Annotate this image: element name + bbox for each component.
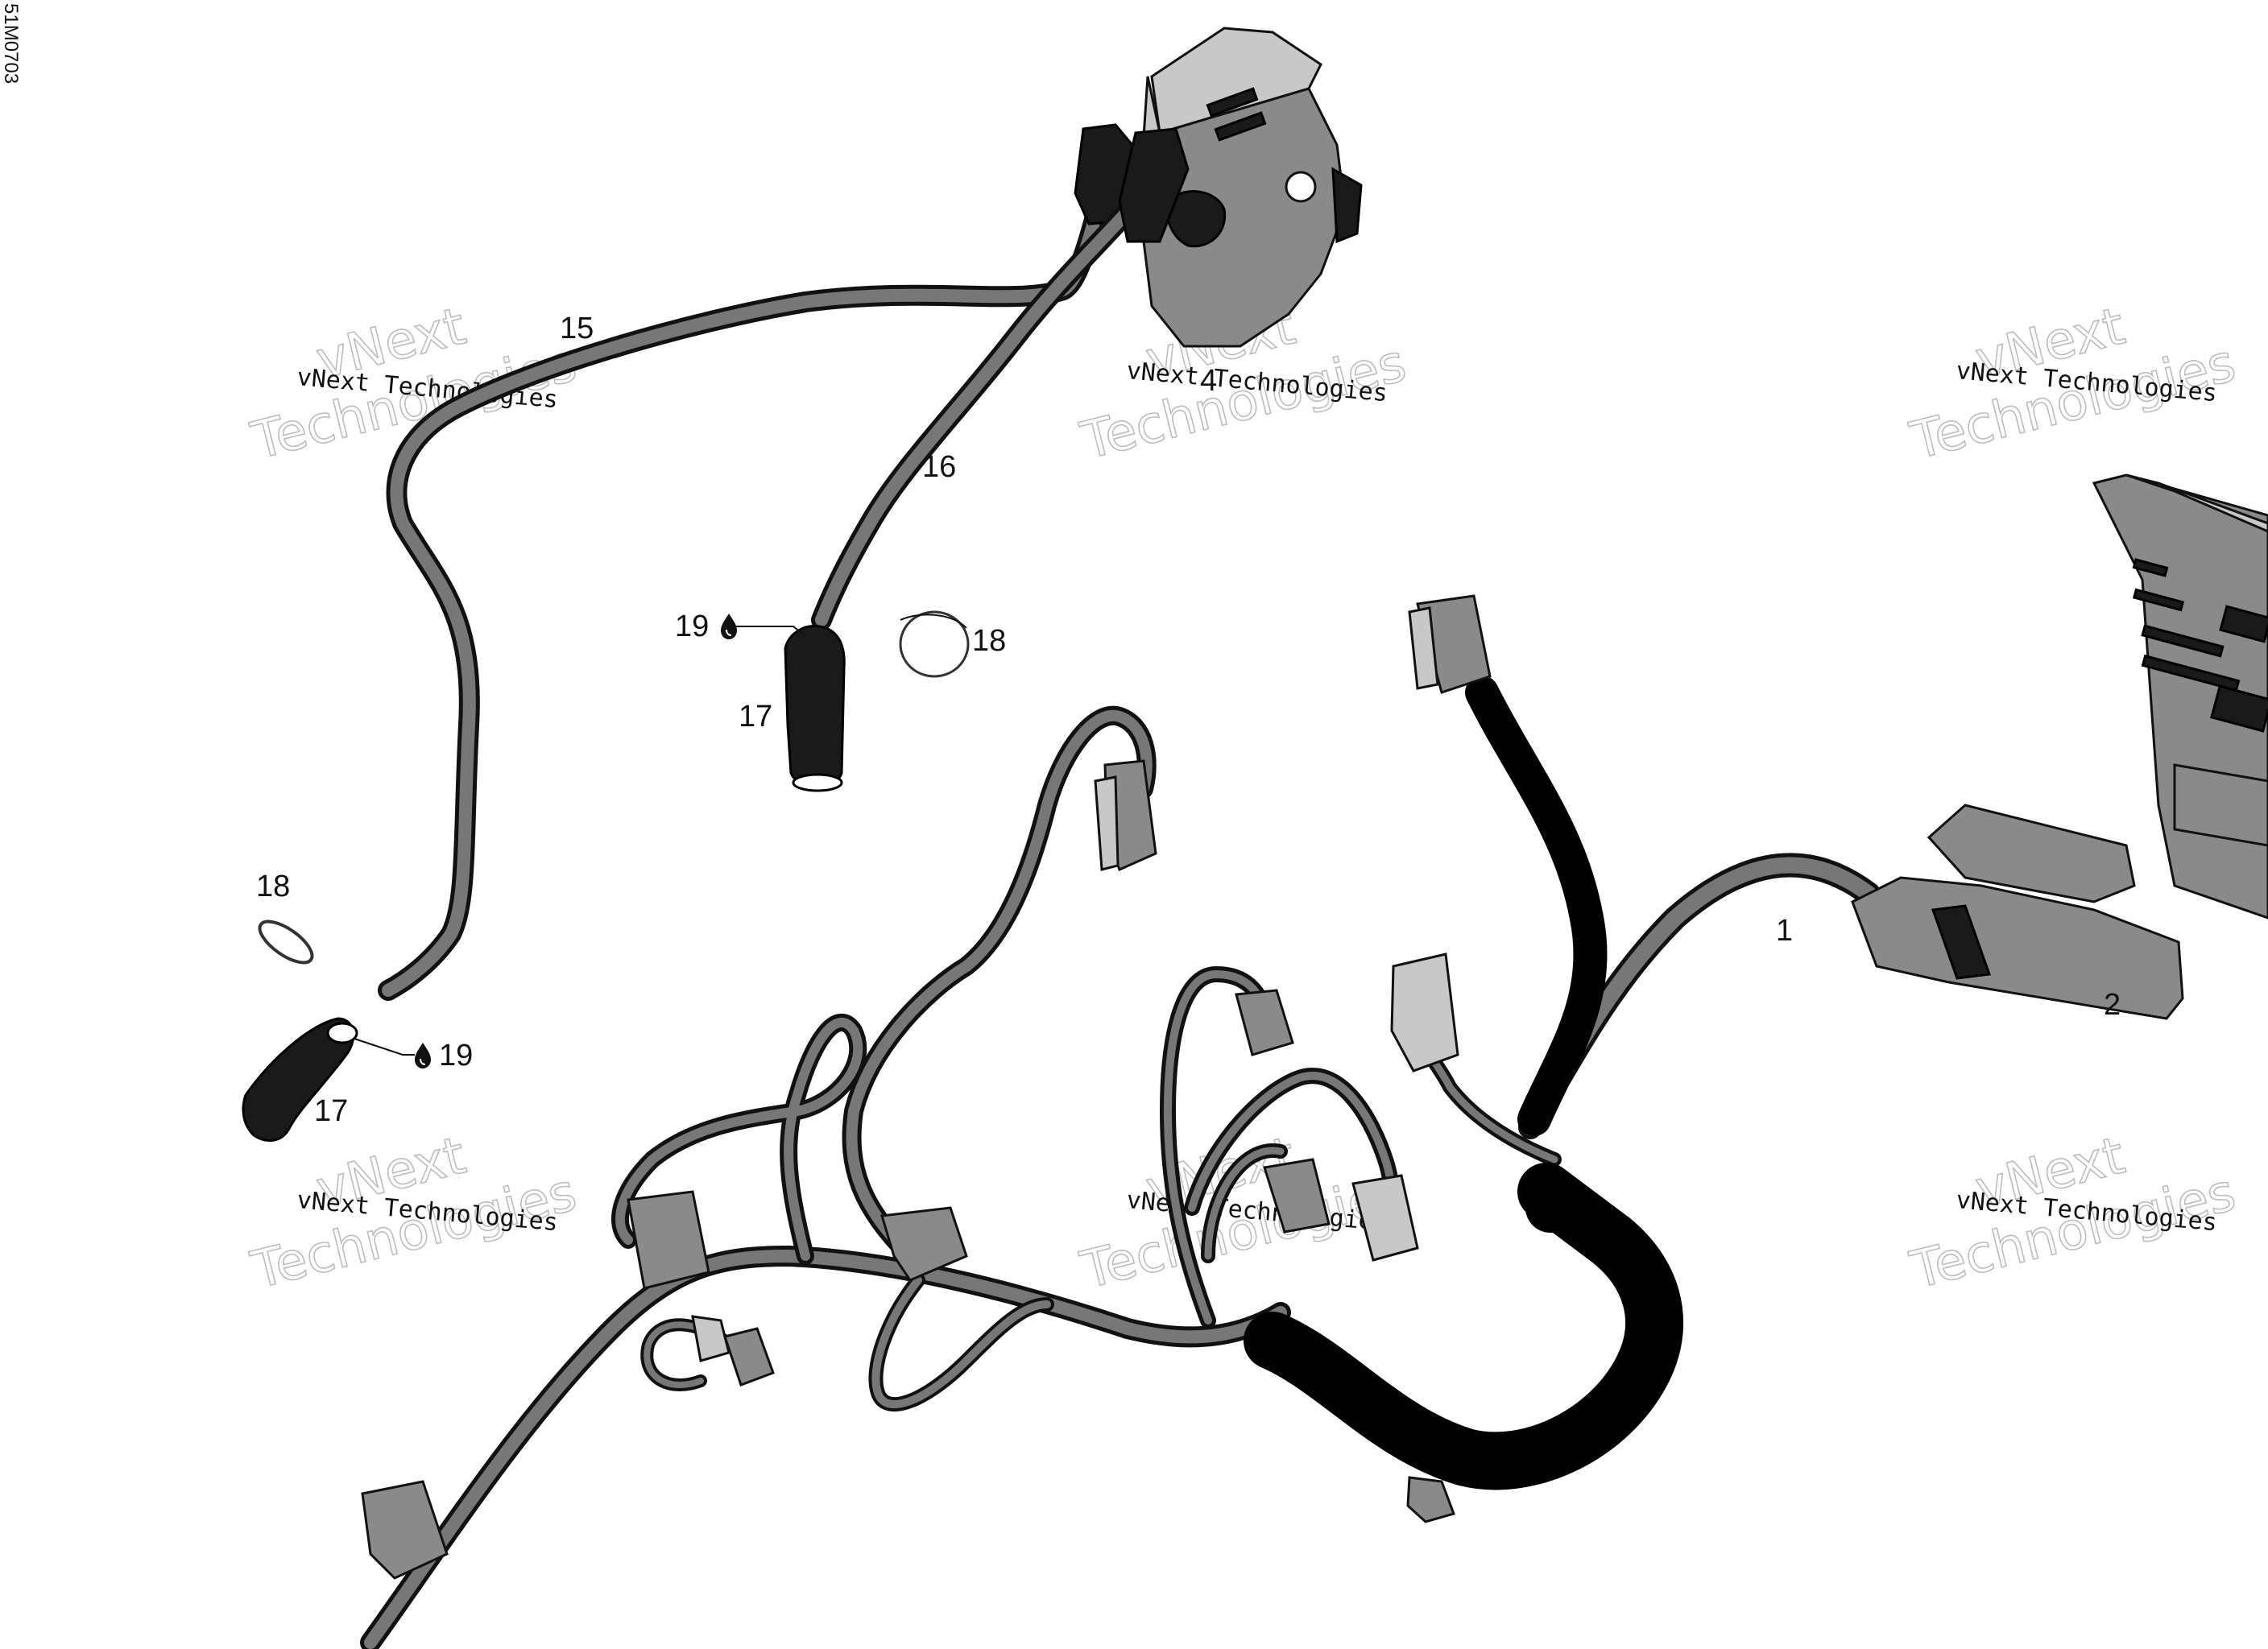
clamp-18-lower	[258, 920, 314, 965]
drop-icon	[721, 614, 737, 639]
callout-16: 16	[922, 450, 956, 484]
callout-18-lower: 18	[256, 870, 290, 903]
callout-18-upper: 18	[972, 624, 1006, 658]
watermark-bottom-right: vNext Technologies vNext Technologies	[1904, 1126, 2241, 1302]
spark-plug-boot-17-lower	[242, 1017, 358, 1143]
drop-icon	[415, 1043, 431, 1068]
ecu-module	[2092, 473, 2268, 920]
document-id: 51M0703	[0, 3, 22, 84]
callout-15: 15	[560, 312, 594, 345]
wiring-harness-part-1	[360, 594, 1881, 1649]
ecu-connector-part-2	[1851, 804, 2184, 1020]
spark-plug-boot-17-upper	[784, 624, 846, 792]
watermark-bottom-left: vNext Technologies vNext Technologies	[245, 1126, 582, 1302]
callout-19-upper: 19	[675, 610, 709, 643]
callout-19-lower: 19	[439, 1039, 473, 1072]
watermark-top-right: vNext Technologies vNext Technologies	[1904, 296, 2241, 473]
leader-19-upper	[725, 626, 806, 637]
callout-17-lower: 17	[314, 1094, 348, 1128]
callout-4: 4	[1200, 364, 1217, 398]
clamp-18-upper	[899, 610, 970, 678]
spark-plug-wire-16	[811, 127, 1190, 630]
callout-2: 2	[2104, 988, 2121, 1022]
callout-1: 1	[1776, 914, 1793, 948]
leader-19-lower	[354, 1038, 415, 1056]
callout-17-upper: 17	[739, 700, 772, 734]
